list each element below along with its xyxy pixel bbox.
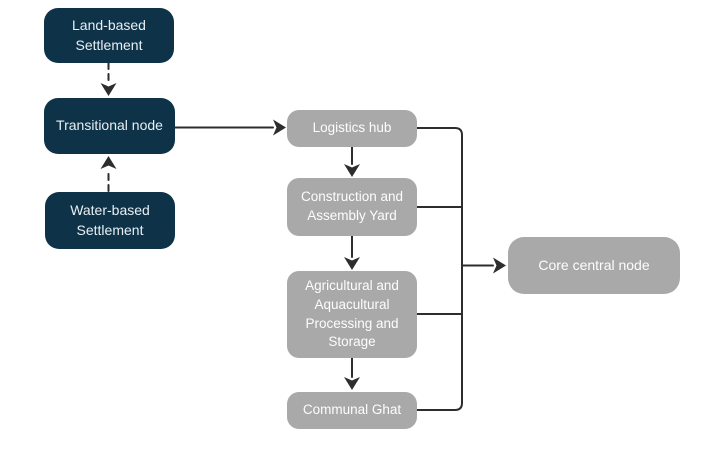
node-transitional-node: Transitional node <box>44 98 175 154</box>
node-construction-assembly-yard: Construction and Assembly Yard <box>287 178 417 236</box>
node-water-based-settlement: Water-based Settlement <box>45 192 175 249</box>
node-logistics-hub: Logistics hub <box>287 110 417 147</box>
node-water-based-settlement-label: Water-based Settlement <box>70 202 150 238</box>
node-core-central-node: Core central node <box>508 237 680 294</box>
arrowhead-transitional-to-logistics <box>273 119 286 136</box>
node-agricultural-aquacultural-processing-storage-label: Agricultural and Aquacultural Processing… <box>305 278 399 350</box>
arrowhead-bus-to-core <box>493 257 506 274</box>
arrowhead-agri-to-ghat <box>344 377 360 390</box>
node-agricultural-aquacultural-processing-storage: Agricultural and Aquacultural Processing… <box>287 271 417 358</box>
node-land-based-settlement: Land-based Settlement <box>44 8 174 63</box>
arrowhead-construction-to-agri <box>344 257 360 270</box>
arrowhead-water-to-transitional <box>100 156 117 169</box>
node-core-central-node-label: Core central node <box>538 256 650 273</box>
node-communal-ghat-label: Communal Ghat <box>302 402 402 418</box>
edge-bus-bracket <box>416 127 463 411</box>
arrowhead-land-to-transitional <box>100 83 117 96</box>
arrowhead-logistics-to-construction <box>344 164 360 177</box>
node-logistics-hub-label: Logistics hub <box>312 120 392 136</box>
node-land-based-settlement-label: Land-based Settlement <box>72 17 146 53</box>
node-communal-ghat: Communal Ghat <box>287 392 417 429</box>
node-transitional-node-label: Transitional node <box>56 117 163 134</box>
node-construction-assembly-yard-label: Construction and Assembly Yard <box>300 189 404 223</box>
